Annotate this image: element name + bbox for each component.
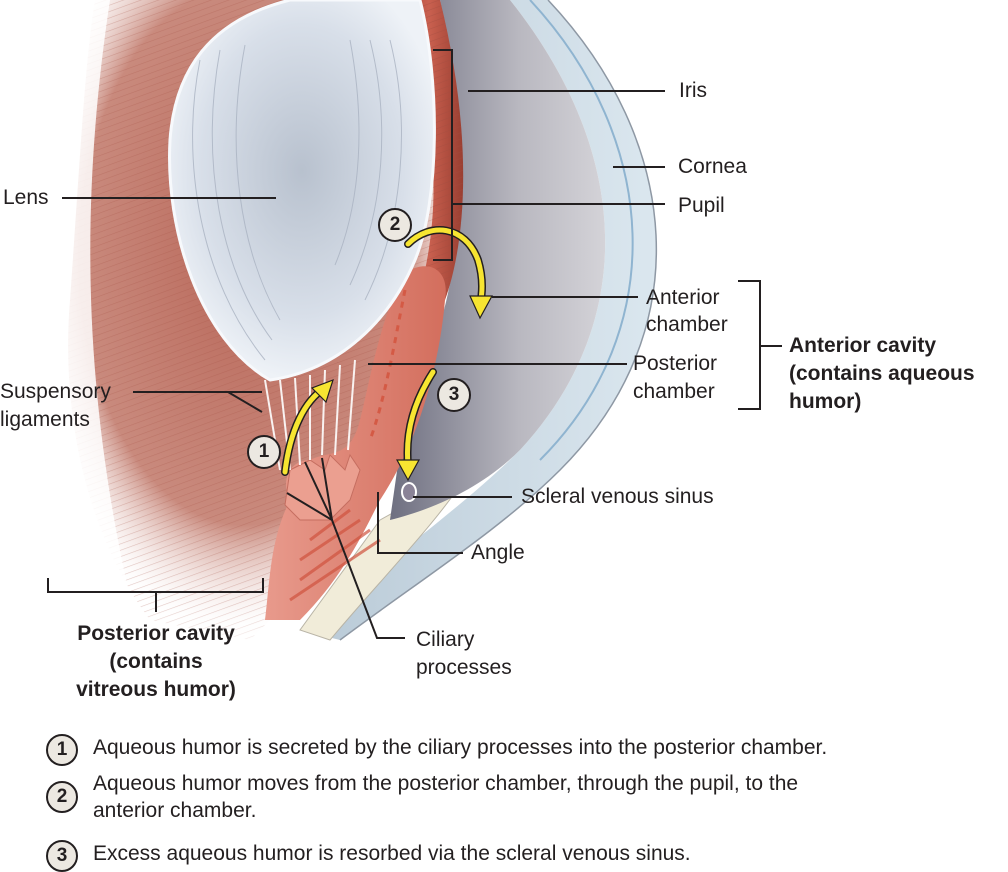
step-2-text-line-2: anterior chamber. xyxy=(93,799,257,822)
label-anterior-cavity-2: (contains aqueous xyxy=(789,362,975,385)
scleral-venous-sinus xyxy=(401,482,417,502)
step-1-number: 1 xyxy=(46,734,78,766)
label-ciliary-processes-2: processes xyxy=(416,656,512,679)
label-anterior-chamber-2: chamber xyxy=(646,313,728,336)
badge-2: 2 xyxy=(378,208,412,242)
label-posterior-cavity-1: Posterior cavity xyxy=(77,622,235,645)
step-1: 1 Aqueous humor is secreted by the cilia… xyxy=(46,734,827,766)
step-2-number: 2 xyxy=(46,781,78,813)
label-cornea: Cornea xyxy=(678,155,747,178)
arrow-head-1 xyxy=(310,378,334,404)
arrow-head-2 xyxy=(469,295,494,320)
step-2-text-line-1: Aqueous humor moves from the posterior c… xyxy=(93,772,799,795)
arrow-head-3 xyxy=(395,459,421,482)
label-ciliary-processes-1: Ciliary xyxy=(416,628,475,651)
step-3-text: Excess aqueous humor is resorbed via the… xyxy=(93,842,691,865)
step-3-number: 3 xyxy=(46,840,78,872)
label-suspensory-ligaments-2: ligaments xyxy=(0,408,90,431)
cornea xyxy=(300,0,658,641)
badge-1: 1 xyxy=(247,435,281,469)
lens xyxy=(168,0,436,382)
badge-3: 3 xyxy=(437,378,471,412)
label-suspensory-ligaments-1: Suspensory xyxy=(0,380,111,403)
label-anterior-cavity-3: humor) xyxy=(789,390,862,413)
step-1-text: Aqueous humor is secreted by the ciliary… xyxy=(93,736,828,759)
label-posterior-chamber-1: Posterior xyxy=(633,352,718,375)
iris xyxy=(395,0,464,300)
label-posterior-cavity-2: (contains xyxy=(109,650,203,673)
label-lens: Lens xyxy=(3,186,49,209)
label-posterior-cavity-3: vitreous humor) xyxy=(76,678,236,701)
label-iris: Iris xyxy=(679,79,707,102)
label-scleral-venous-sinus: Scleral venous sinus xyxy=(521,485,714,508)
label-posterior-chamber-2: chamber xyxy=(633,380,715,403)
label-anterior-cavity-1: Anterior cavity xyxy=(789,334,937,357)
label-anterior-chamber-1: Anterior xyxy=(646,286,720,309)
arrow-heads xyxy=(310,295,494,482)
label-pupil: Pupil xyxy=(678,194,725,217)
label-angle: Angle xyxy=(471,541,525,564)
step-2: 2 Aqueous humor moves from the posterior… xyxy=(46,770,798,824)
step-3: 3 Excess aqueous humor is resorbed via t… xyxy=(46,840,691,872)
leader-lines xyxy=(47,49,782,639)
